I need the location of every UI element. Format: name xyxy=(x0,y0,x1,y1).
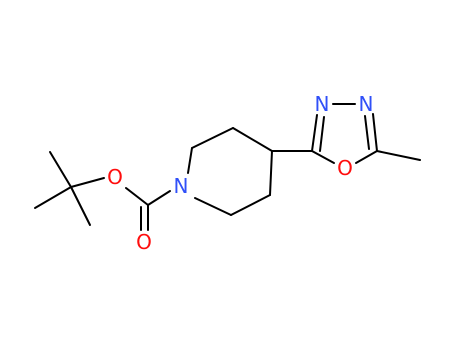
bond-carbonyl-piperidine-nitrogen xyxy=(147,190,171,206)
bond-piperidine-c4-c5 xyxy=(269,150,273,196)
atom-oxadiazole-oxygen: O xyxy=(337,156,353,180)
bond-oxadiazole-c5-o1 xyxy=(355,150,378,164)
bond-tbutyl-methyl-bottom xyxy=(70,186,91,226)
atom-carbonyl-oxygen: O xyxy=(136,230,152,254)
bond-piperidine-c2-c3 xyxy=(191,127,234,149)
bond-oxadiazole-n4-c5-a xyxy=(372,113,378,152)
atom-oxadiazole-nitrogen-3: N xyxy=(315,92,330,116)
bond-oxadiazole-methyl xyxy=(376,150,421,161)
bond-ester-oxygen-carbonyl-carbon xyxy=(125,187,149,206)
atom-piperidine-nitrogen: N xyxy=(174,174,189,198)
bond-oxadiazole-o1-c2 xyxy=(311,150,335,164)
bond-tbutyl-ester-oxygen xyxy=(70,177,105,188)
bond-piperidine-c6-n xyxy=(194,197,232,216)
bond-piperidine-n-c2 xyxy=(187,147,193,174)
bond-tbutyl-methyl-left xyxy=(34,186,72,209)
atom-oxadiazole-nitrogen-4: N xyxy=(359,92,374,116)
bond-piperidine-c3-c4 xyxy=(232,127,273,152)
atom-ester-oxygen: O xyxy=(107,165,123,189)
bond-oxadiazole-c2-n3-b xyxy=(319,116,325,152)
bond-oxadiazole-c2-n3-a xyxy=(311,114,318,152)
bond-piperidine-c5-c6 xyxy=(230,194,271,216)
bond-oxadiazole-n4-c5-b xyxy=(364,115,370,150)
bond-tbutyl-methyl-top xyxy=(49,151,72,188)
